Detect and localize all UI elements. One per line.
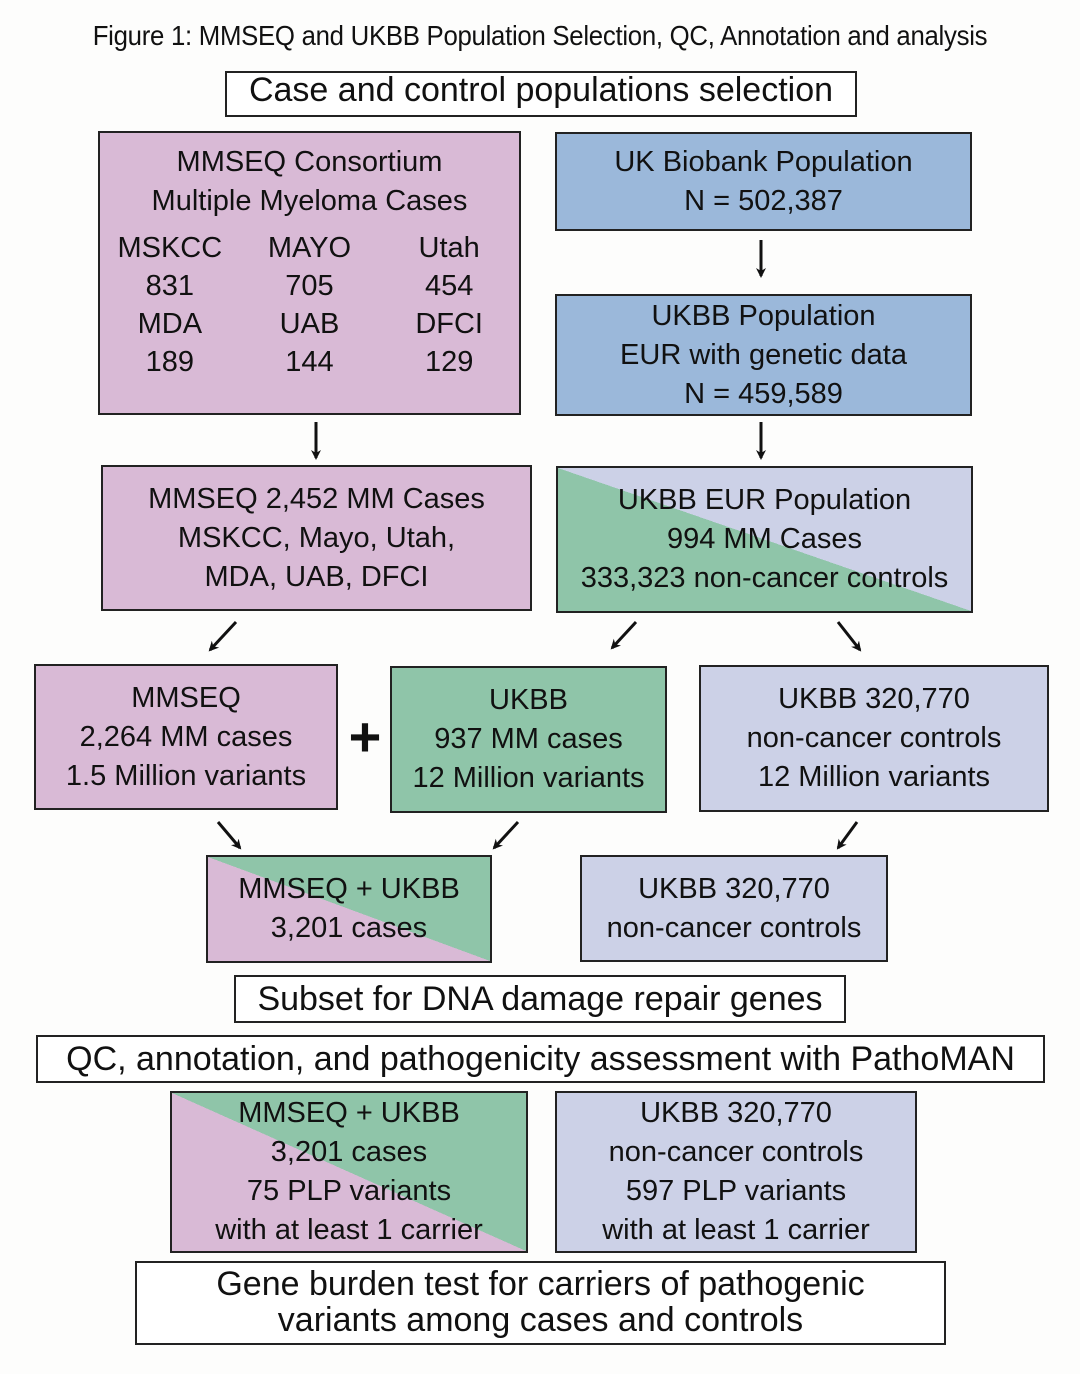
site-name: Utah bbox=[418, 232, 480, 264]
site-grid: MSKCC MAYO Utah 831 705 454 MDA UAB DFCI… bbox=[100, 229, 519, 381]
box-line: 3,201 cases bbox=[270, 912, 428, 944]
ukbb-cases-variants-box: UKBB 937 MM cases 12 Million variants bbox=[390, 666, 667, 813]
figure-title: Figure 1: MMSEQ and UKBB Population Sele… bbox=[92, 20, 988, 51]
mmseq-variants-box: MMSEQ 2,264 MM cases 1.5 Million variant… bbox=[34, 664, 338, 810]
box-line: with at least 1 carrier bbox=[602, 1214, 870, 1246]
box-line: 1.5 Million variants bbox=[65, 759, 307, 792]
box-line: 597 PLP variants bbox=[625, 1175, 847, 1207]
section-subset: Subset for DNA damage repair genes bbox=[234, 975, 846, 1023]
ukb-population-box: UK Biobank Population N = 502,387 bbox=[555, 132, 972, 231]
site-count: 189 bbox=[145, 346, 195, 378]
arrow-icon bbox=[836, 821, 859, 850]
box-line: non-cancer controls bbox=[746, 722, 1002, 754]
box-line: 12 Million variants bbox=[412, 762, 645, 794]
site-name: UAB bbox=[279, 308, 340, 340]
box-line: MMSEQ + UKBB bbox=[238, 1097, 460, 1129]
section-qc: QC, annotation, and pathogenicity assess… bbox=[36, 1035, 1045, 1083]
box-line: UKBB 320,770 bbox=[640, 1097, 832, 1129]
ukbb-eur-population-box: UKBB EUR Population 994 MM Cases 333,323… bbox=[556, 466, 973, 613]
mmseq-consortium-box: MMSEQ Consortium Multiple Myeloma Cases … bbox=[98, 131, 521, 415]
box-line: 75 PLP variants bbox=[246, 1175, 452, 1207]
ukbb-controls-variants-box: UKBB 320,770 non-cancer controls 12 Mill… bbox=[699, 665, 1049, 812]
box-line: UKBB 320,770 bbox=[778, 683, 970, 715]
box-line: EUR with genetic data bbox=[620, 338, 907, 371]
box-line: 333,323 non-cancer controls bbox=[580, 562, 949, 594]
box-line: UKBB bbox=[489, 684, 568, 716]
arrow-icon bbox=[216, 821, 242, 850]
box-line: non-cancer controls bbox=[606, 911, 862, 944]
site-count: 144 bbox=[285, 346, 334, 378]
box-line: MMSEQ bbox=[131, 681, 241, 714]
arrow-icon bbox=[610, 620, 638, 650]
final-cases-box: MMSEQ + UKBB 3,201 cases 75 PLP variants… bbox=[170, 1091, 528, 1253]
site-count: 705 bbox=[285, 270, 334, 302]
box-line: 12 Million variants bbox=[757, 761, 991, 793]
box-line: with at least 1 carrier bbox=[215, 1214, 483, 1246]
box-line: 994 MM Cases bbox=[666, 523, 862, 555]
box-line: MDA, UAB, DFCI bbox=[204, 560, 429, 593]
box-line: Multiple Myeloma Cases bbox=[151, 185, 468, 217]
site-name: MDA bbox=[137, 308, 203, 340]
site-count: 454 bbox=[424, 270, 474, 302]
box-line: UK Biobank Population bbox=[614, 145, 913, 178]
box-line: non-cancer controls bbox=[608, 1136, 864, 1168]
box-line: UKBB EUR Population bbox=[617, 484, 912, 516]
arrow-icon bbox=[836, 621, 862, 652]
ukbb-eur-genetic-box: UKBB Population EUR with genetic data N … bbox=[555, 294, 972, 416]
box-line: 3,201 cases bbox=[270, 1136, 428, 1168]
box-line: Gene burden test for carriers of pathoge… bbox=[216, 1265, 865, 1304]
arrow-icon bbox=[492, 820, 520, 850]
box-line: MMSEQ 2,452 MM Cases bbox=[148, 482, 485, 515]
box-line: MMSEQ + UKBB bbox=[238, 873, 460, 905]
site-count: 831 bbox=[145, 270, 195, 302]
box-line: MMSEQ Consortium bbox=[176, 146, 443, 178]
section-burden: Gene burden test for carriers of pathoge… bbox=[135, 1261, 946, 1345]
plus-icon: + bbox=[348, 705, 382, 768]
box-line: N = 502,387 bbox=[684, 184, 843, 217]
box-line: N = 459,589 bbox=[684, 377, 843, 410]
box-line: UKBB 320,770 bbox=[638, 872, 830, 905]
final-controls-box: UKBB 320,770 non-cancer controls 597 PLP… bbox=[555, 1091, 917, 1253]
site-name: MAYO bbox=[267, 232, 352, 264]
box-line: variants among cases and controls bbox=[277, 1301, 804, 1339]
box-line: 2,264 MM cases bbox=[79, 720, 293, 753]
box-line: MSKCC, Mayo, Utah, bbox=[177, 521, 456, 554]
box-line: UKBB Population bbox=[651, 299, 876, 332]
site-name: MSKCC bbox=[117, 232, 223, 264]
controls-box: UKBB 320,770 non-cancer controls bbox=[580, 855, 888, 962]
box-line: 937 MM cases bbox=[434, 723, 623, 755]
arrow-icon bbox=[208, 620, 238, 652]
site-name: DFCI bbox=[415, 308, 483, 340]
section-selection: Case and control populations selection bbox=[225, 71, 857, 117]
site-count: 129 bbox=[424, 346, 474, 378]
combined-cases-box: MMSEQ + UKBB 3,201 cases bbox=[206, 855, 492, 963]
mmseq-cases-box: MMSEQ 2,452 MM Cases MSKCC, Mayo, Utah, … bbox=[101, 465, 532, 611]
